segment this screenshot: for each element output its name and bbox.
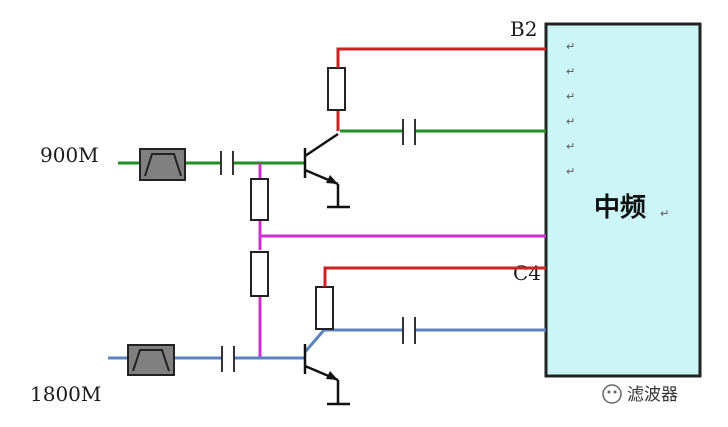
pin-c4-label: C4 <box>513 261 541 285</box>
svg-text:↵: ↵ <box>660 207 669 220</box>
capacitor-900m-output <box>402 119 416 145</box>
svg-text:↵: ↵ <box>566 165 575 178</box>
watermark-text: 滤波器 <box>627 385 678 405</box>
if-block <box>544 22 702 378</box>
svg-text:↵: ↵ <box>566 90 575 103</box>
capacitor-900m-input <box>220 151 234 175</box>
return-marks: ↵ ↵ ↵ ↵ ↵ ↵ ↵ <box>566 40 669 220</box>
emitter-arrow-900m <box>326 175 338 184</box>
if-block-label: 中频 <box>594 193 646 223</box>
green-signal-wires <box>118 129 546 165</box>
resistor-900m-collector <box>327 67 346 111</box>
red-supply-c4 <box>323 266 546 287</box>
resistor-bias-lower <box>250 251 269 297</box>
svg-text:↵: ↵ <box>566 140 575 153</box>
capacitor-1800m-input <box>221 346 235 372</box>
watermark-logo-icon <box>602 384 622 404</box>
red-supply-b2 <box>336 47 546 68</box>
watermark: 滤波器 <box>602 384 678 405</box>
svg-text:↵: ↵ <box>566 115 575 128</box>
svg-text:↵: ↵ <box>566 65 575 78</box>
capacitor-1800m-output <box>402 317 416 344</box>
input-900m-label: 900M <box>40 143 99 167</box>
emitter-arrow-1800m <box>326 371 338 380</box>
svg-text:↵: ↵ <box>566 40 575 53</box>
resistor-bias-upper <box>250 178 269 221</box>
resistor-1800m-collector <box>315 286 334 330</box>
transistor-1800m <box>303 344 350 406</box>
transistor-900m <box>303 132 350 209</box>
input-1800m-label: 1800M <box>30 382 101 406</box>
filter-900m <box>139 148 186 181</box>
filter-1800m <box>127 344 175 376</box>
magenta-bias-wires <box>258 163 546 358</box>
pin-b2-label: B2 <box>510 17 537 41</box>
